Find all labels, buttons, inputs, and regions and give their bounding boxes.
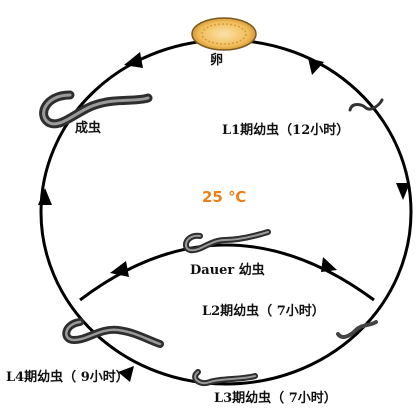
l2-label: L2期幼虫（ 7小时）	[202, 304, 325, 319]
arrow-top-left	[124, 52, 143, 68]
arrow-left	[38, 188, 52, 205]
arrow-dauer-right	[321, 257, 337, 272]
l4-worm-icon	[62, 318, 164, 348]
dauer-branch-arc	[79, 243, 375, 302]
adult-worm-icon	[39, 90, 153, 129]
l4-label: L4期幼虫（ 9小时）	[6, 370, 129, 385]
temperature-label: 25 ℃	[202, 188, 247, 206]
l2-worm-icon	[336, 320, 378, 339]
arrow-bottom-left	[118, 366, 134, 382]
egg-icon	[191, 17, 257, 51]
egg-label: 卵	[210, 53, 224, 68]
arrow-right	[396, 183, 410, 200]
l3-label: L3期幼虫（ 7小时）	[214, 391, 337, 406]
arrow-dauer-left	[110, 261, 129, 277]
adult-label: 成虫	[75, 121, 102, 136]
arrow-top-right	[308, 58, 324, 75]
dauer-worm-icon	[182, 229, 271, 254]
l3-worm-icon	[192, 369, 258, 386]
dauer-label: Dauer 幼虫	[190, 263, 265, 278]
l1-worm-icon	[348, 98, 384, 112]
l1-label: L1期幼虫（12小时）	[222, 123, 350, 138]
